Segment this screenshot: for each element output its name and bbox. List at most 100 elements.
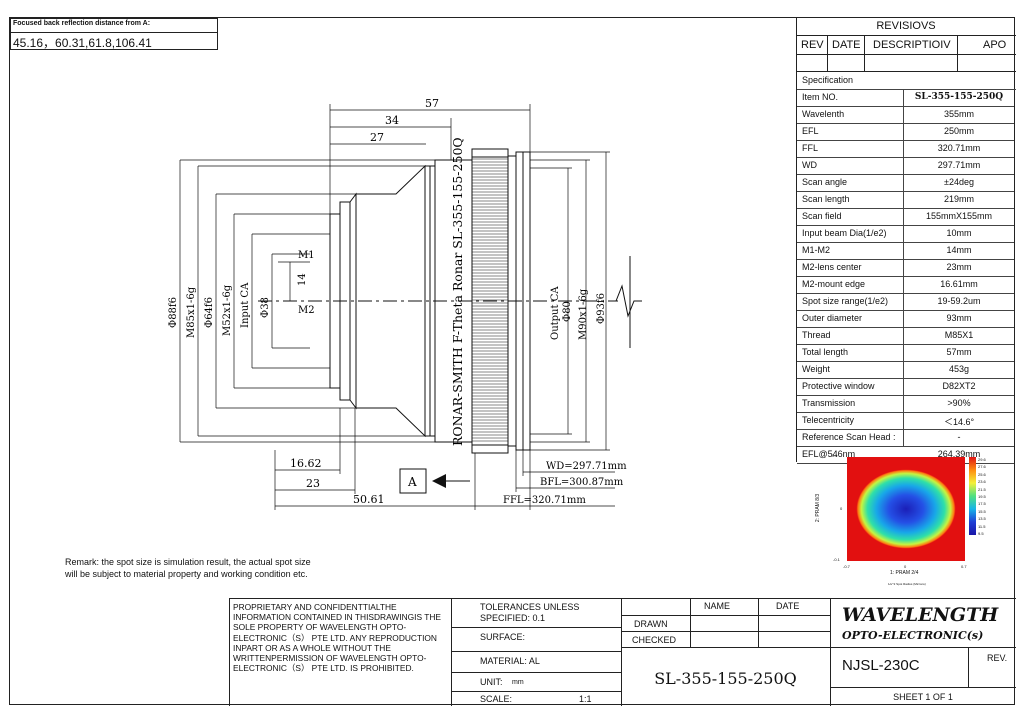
spec-key: Thread [802, 330, 831, 340]
heatmap-colorbar [969, 457, 976, 535]
dim-top-34: 34 [385, 114, 399, 127]
colorbar-label: 9.5 [978, 531, 984, 536]
spec-value: 10mm [946, 228, 972, 238]
rev-label: REV. [987, 653, 1008, 663]
spec-value: 14mm [946, 245, 972, 255]
spec-row: Reference Scan Head : - [797, 430, 1014, 447]
spec-value: 155mmX155mm [925, 211, 993, 221]
label-m1m2-14: 14 [297, 273, 308, 286]
spec-key: FFL [802, 143, 819, 153]
spec-row: Spot size range(1/e2) 19-59.2um [797, 294, 1014, 311]
dim-16-62: 16.62 [290, 457, 322, 470]
spec-key: Protective window [802, 381, 875, 391]
focus-note-values: 45.16，60.31,61.8,106.41 [13, 36, 152, 50]
spec-key: Weight [802, 364, 830, 374]
colorbar-label: 19.5 [978, 494, 986, 499]
spec-title: Specification [802, 75, 854, 85]
drawing-sheet: Focused back reflection distance from A:… [9, 17, 1016, 706]
heatmap-ytick-bottom: -0.1 [833, 557, 840, 562]
spec-key: Wavelenth [802, 109, 845, 119]
tolerances: TOLERANCES UNLESS SPECIFIED: 0.1 [480, 602, 580, 623]
proprietary-notice: PROPRIETARY AND CONFIDENTTIALTHE INFORMA… [233, 602, 441, 674]
heatmap-xtick-left: -0.7 [843, 564, 850, 569]
colorbar-label: 13.5 [978, 516, 986, 522]
dim-phi88: Φ88f6 [168, 297, 179, 328]
dim-top-27: 27 [370, 131, 384, 144]
company-name: WAVELENGTH [842, 604, 999, 626]
spec-value: 320.71mm [937, 143, 981, 153]
remark-line-2: will be subject to material property and… [65, 569, 308, 579]
heatmap-plot [847, 457, 965, 561]
remark-line-1: Remark: the spot size is simulation resu… [65, 557, 311, 567]
spec-key: Telecentricity [802, 415, 855, 425]
spec-value: - [957, 432, 961, 442]
checked-label: CHECKED [632, 635, 677, 645]
lens-drawing: 57 34 27 Φ88f6 M85x1-6g [168, 97, 642, 510]
spec-value: 219mm [943, 194, 974, 204]
scale-value: 1:1 [579, 694, 592, 704]
surface: SURFACE: [480, 632, 526, 642]
spec-row: Wavelenth 355mm [797, 107, 1014, 124]
spec-row: Transmission>90% [797, 396, 1014, 413]
dim-ffl: FFL=320.71mm [503, 495, 586, 506]
spec-value: 355mm [943, 109, 974, 119]
heatmap-caption: 1/e^2 Spot Radius (Microns) [888, 582, 926, 586]
spec-value: ±24deg [944, 177, 974, 187]
dim-top-57: 57 [425, 97, 439, 110]
dim-phi80: Φ80 [562, 301, 573, 322]
sheet-number: SHEET 1 OF 1 [893, 692, 953, 702]
spec-key: Total length [802, 347, 849, 357]
spec-key: Scan field [802, 211, 842, 221]
date-header: DATE [832, 39, 861, 51]
title-block: PROPRIETARY AND CONFIDENTTIALTHE INFORMA… [229, 598, 1016, 706]
heatmap-ytick-top: 0.1 [832, 453, 838, 458]
spec-row: Scan field 155mmX155mm [797, 209, 1014, 226]
spec-row: Telecentricity ＜14.6° [797, 413, 1014, 430]
spec-value: 19-59.2um [937, 296, 981, 306]
spec-row: Input beam Dia(1/e2) 10mm [797, 226, 1014, 243]
revisions-table: REVISIOVS REV DATE DESCRIPTIOIV APO [796, 18, 1016, 72]
dim-wd: WD=297.71mm [546, 461, 627, 472]
drawn-label: DRAWN [634, 619, 668, 629]
spec-row: FFL 320.71mm [797, 141, 1014, 158]
spec-value: >90% [947, 398, 971, 408]
spec-row: Total length 57mm [797, 345, 1014, 362]
colorbar-label: 17.5 [978, 501, 986, 507]
colorbar-label: 11.5 [978, 523, 986, 529]
heatmap-xtick-right: 0.7 [961, 564, 967, 569]
dim-phi64: Φ64f6 [204, 297, 215, 328]
dim-23: 23 [306, 477, 320, 490]
spec-key: Input beam Dia(1/e2) [802, 228, 887, 238]
spec-value: 16.61mm [940, 279, 978, 289]
dim-input-ca: Input CA [240, 282, 251, 328]
spec-value: 297.71mm [937, 160, 981, 170]
colorbar-label: 25.6 [978, 471, 986, 477]
spec-key: Spot size range(1/e2) [802, 296, 889, 306]
spec-value: ＜14.6° [943, 417, 975, 427]
spec-value: 57mm [946, 347, 972, 357]
spec-key: Reference Scan Head : [802, 432, 896, 442]
scale-label: SCALE: [480, 694, 513, 704]
colorbar-label: 29.6 [978, 457, 986, 462]
spec-key: Scan angle [802, 177, 848, 187]
colorbar-label: 21.5 [978, 486, 986, 492]
spec-value: 264.39mm [937, 449, 981, 459]
unit-label: UNIT: [480, 677, 503, 687]
heatmap-xlabel: 1: PRAM 2/4 [890, 570, 919, 576]
spec-key: M2-lens center [802, 262, 862, 272]
dim-50-61: 50.61 [353, 493, 385, 506]
colorbar-label: 15.5 [978, 508, 986, 514]
dim-m90: M90x1-6g [578, 288, 589, 340]
colorbar-label: 27.6 [978, 464, 986, 470]
revisions-title: REVISIOVS [876, 20, 936, 32]
